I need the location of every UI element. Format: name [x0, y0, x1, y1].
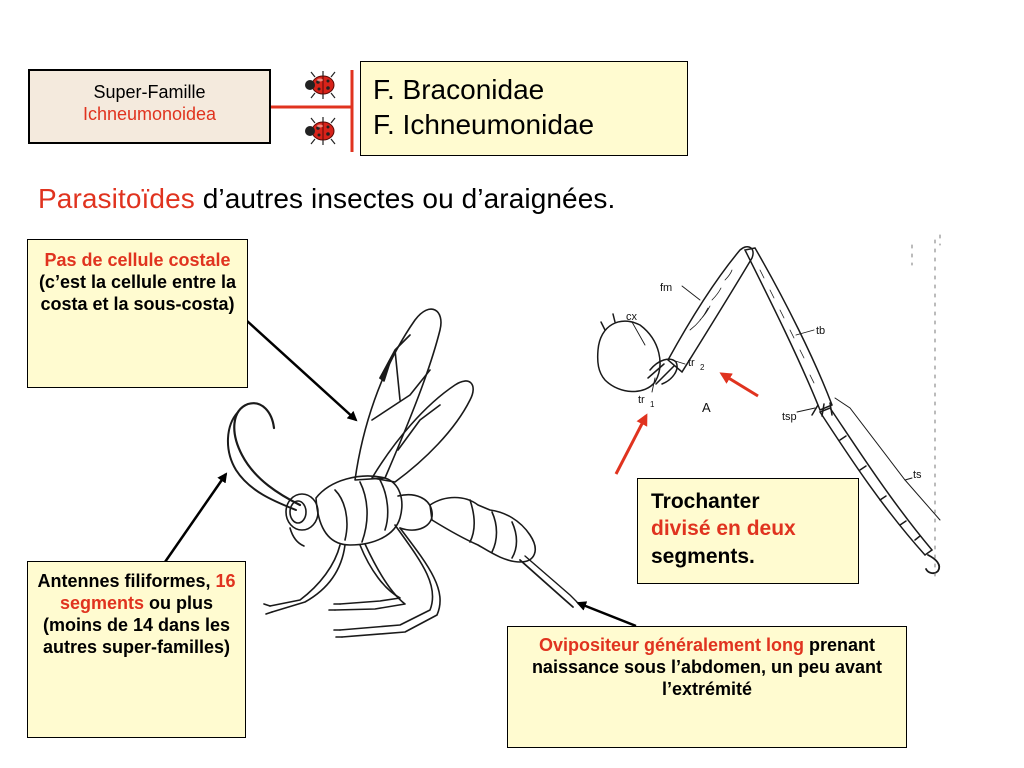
page-heading: Parasitoïdes d’autres insectes ou d’arai… [38, 183, 615, 215]
label-tr2-sub: 2 [700, 363, 705, 372]
antennae-text-2: ou plus (moins de 14 dans les autres sup… [42, 592, 231, 657]
arrow-costal [245, 319, 358, 422]
arrow-antennae [163, 472, 228, 563]
antennae-text-1: Antennes filiformes, [37, 571, 216, 591]
trochanter-note: Trochanter divisé en deux segments. [637, 478, 859, 584]
wasp-illustration [226, 308, 578, 638]
arrow-ovipositor [576, 601, 637, 628]
trochanter-line3: segments. [651, 544, 755, 568]
antennae-note: Antennes filiformes, 16 segments ou plus… [27, 561, 246, 738]
family-braconidae: F. Braconidae [373, 74, 545, 105]
pointer-arrows [163, 319, 637, 628]
ovipositor-accent: Ovipositeur généralement long [538, 635, 805, 655]
trochanter-arrows [614, 372, 759, 475]
arrow-tr1 [614, 413, 648, 475]
label-tr1-sub: 1 [650, 400, 655, 409]
heading-rest: d’autres insectes ou d’araignées. [194, 183, 616, 214]
ovipositor-text: prenant naissance sous l’abdomen, un peu… [531, 635, 883, 699]
ladybug-icon [305, 71, 336, 99]
trochanter-accent: divisé en deux [651, 517, 796, 541]
label-fm: fm [660, 282, 672, 294]
families-box: F. Braconidae F. Ichneumonidae [360, 61, 688, 156]
ovipositor-note: Ovipositeur généralement long prenant na… [507, 626, 907, 748]
costal-note-accent: Pas de cellule costale [44, 250, 231, 270]
label-a: A [702, 400, 711, 415]
label-tr1: tr [638, 394, 645, 406]
family-ichneumonidae: F. Ichneumonidae [373, 109, 595, 140]
leg-labels: cx fm tr 2 tr 1 A tb tsp ts [626, 282, 922, 481]
costal-note-text: (c’est la cellule entre la costa et la s… [38, 271, 237, 314]
superfamily-box: Super-Famille Ichneumonoidea [28, 69, 271, 144]
label-ts: ts [913, 469, 922, 481]
arrow-tr2 [719, 372, 759, 398]
hind-leg-illustration [596, 234, 941, 581]
trochanter-line1: Trochanter [651, 490, 760, 513]
label-cx: cx [626, 311, 638, 323]
heading-accent: Parasitoïdes [38, 183, 195, 214]
superfamily-name: Ichneumonoidea [82, 103, 217, 124]
ladybug-icon [305, 117, 336, 145]
label-tr2: tr [688, 357, 695, 369]
bracket-connector [271, 70, 354, 152]
costal-cell-note: Pas de cellule costale (c’est la cellule… [27, 239, 248, 388]
antennae-accent: 16 segments [59, 571, 236, 613]
superfamily-label: Super-Famille [93, 82, 206, 102]
label-tb: tb [816, 325, 825, 337]
label-tsp: tsp [782, 411, 797, 423]
